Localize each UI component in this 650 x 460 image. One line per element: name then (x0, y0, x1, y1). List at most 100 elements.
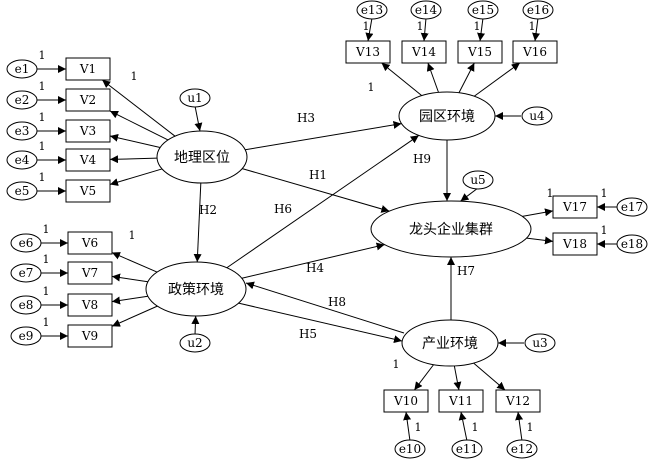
error-e18-label: e18 (621, 237, 643, 251)
loading-v10-arrow (413, 364, 434, 391)
error-e14-arrow (420, 17, 429, 42)
error-e15-label: e15 (472, 3, 494, 17)
loading-v13-arrow (381, 62, 423, 96)
loading-v14-arrow (426, 62, 439, 93)
indicator-v11-box (438, 389, 484, 413)
error-e16-arrow (532, 17, 541, 42)
fixed-loading-marker: 1 (415, 421, 422, 434)
error-e18-ellipse (616, 234, 648, 254)
latent-dili-label: 地理区位 (174, 150, 230, 166)
error-e14-ellipse (410, 0, 442, 20)
path-h2-arrow (193, 182, 202, 263)
indicator-v9-box (67, 324, 113, 348)
disturbance-u2-ellipse (179, 333, 211, 353)
indicator-v10-label: V10 (393, 394, 418, 408)
path-h3-arrow (245, 120, 402, 151)
fixed-loading-marker: 1 (368, 81, 375, 94)
fixed-loading-marker: 1 (601, 224, 608, 237)
loading-v2-arrow (109, 110, 169, 141)
error-e12-ellipse (506, 439, 538, 459)
loading-v6-arrow (111, 252, 158, 273)
indicator-v1-box (65, 57, 111, 81)
path-label-h4: H4 (306, 261, 324, 275)
indicator-v17-label: V17 (562, 200, 587, 214)
loading-v17-arrow (522, 208, 554, 217)
indicator-v7-box (67, 261, 113, 285)
path-label-h7: H7 (457, 264, 475, 278)
fixed-loading-marker: 1 (601, 187, 608, 200)
path-h8-arrow (245, 281, 405, 334)
indicator-v3-label: V3 (79, 124, 96, 138)
error-e10-label: e10 (399, 442, 421, 456)
indicator-v6-label: V6 (81, 236, 98, 250)
fixed-loading-marker: 1 (39, 111, 46, 124)
latent-chanye-label: 产业环境 (422, 336, 478, 352)
indicator-v15-box (457, 40, 503, 64)
loading-v9-arrow (111, 305, 158, 327)
disturbance-u1-arrow (194, 105, 203, 132)
indicator-v2-label: V2 (79, 93, 96, 107)
indicator-v2-box (65, 88, 111, 112)
path-h4-arrow (241, 242, 385, 279)
indicator-v12-label: V12 (505, 394, 530, 408)
latent-longtou-ellipse (370, 200, 532, 258)
fixed-loading-marker: 1 (474, 20, 481, 33)
error-e6-ellipse (10, 233, 42, 253)
loading-v11-arrow (453, 365, 462, 391)
fixed-loading-marker: 1 (43, 223, 50, 236)
path-label-h8: H8 (328, 295, 346, 309)
latent-yuanqu-label: 园区环境 (419, 109, 475, 125)
error-e4-label: e4 (15, 153, 30, 167)
indicator-v18-label: V18 (562, 237, 587, 251)
indicator-v4-box (65, 148, 111, 172)
fixed-loading-marker: 1 (417, 20, 424, 33)
indicator-v3-box (65, 119, 111, 143)
loading-v3-arrow (109, 133, 161, 148)
indicator-v12-box (495, 389, 541, 413)
indicator-v7-label: V7 (81, 266, 98, 280)
nodes-layer (6, 0, 648, 459)
error-e11-ellipse (451, 439, 483, 459)
loading-v1-arrow (101, 79, 176, 137)
fixed-loading-marker: 1 (363, 20, 370, 33)
latent-zhengce-label: 政策环境 (168, 281, 224, 298)
error-e7-ellipse (10, 263, 42, 283)
indicator-v9-label: V9 (81, 329, 98, 343)
loading-v12-arrow (473, 362, 506, 391)
fixed-loading-marker: 1 (39, 171, 46, 184)
fixed-loading-marker: 1 (129, 229, 136, 242)
error-e2-ellipse (6, 90, 38, 110)
path-label-h5: H5 (299, 327, 317, 341)
latent-longtou-label: 龙头企业集群 (409, 221, 493, 238)
indicator-v13-label: V13 (355, 45, 380, 59)
error-e12-label: e12 (511, 442, 533, 456)
error-e13-arrow (365, 17, 374, 42)
indicator-v14-label: V14 (411, 45, 436, 59)
fixed-loading-marker: 1 (43, 316, 50, 329)
error-e2-label: e2 (15, 93, 30, 107)
error-e17-label: e17 (621, 200, 643, 214)
indicator-v18-box (552, 232, 598, 256)
fixed-loading-marker: 1 (472, 421, 479, 434)
path-h5-arrow (237, 302, 403, 344)
indicator-v11-label: V11 (448, 394, 473, 408)
disturbance-u4-label: u4 (529, 109, 545, 123)
indicator-v8-label: V8 (81, 298, 98, 312)
disturbance-u1-ellipse (179, 88, 211, 108)
fixed-loading-marker: 1 (131, 70, 138, 83)
loading-v4-arrow (109, 155, 158, 164)
loading-v5-arrow (109, 168, 163, 186)
error-e11-arrow (458, 411, 468, 442)
path-label-h1: H1 (309, 168, 327, 182)
error-e13-ellipse (356, 0, 388, 20)
loading-v8-arrow (111, 295, 148, 305)
error-e12-arrow (515, 411, 524, 442)
fixed-loading-marker: 1 (529, 20, 536, 33)
disturbance-u1-label: u1 (187, 91, 202, 105)
indicator-v5-label: V5 (79, 184, 96, 198)
indicator-v1-label: V1 (79, 62, 96, 76)
error-e8-label: e8 (19, 298, 34, 312)
indicator-v8-box (67, 293, 113, 317)
error-e15-arrow (477, 17, 486, 42)
fixed-loading-marker: 1 (43, 253, 50, 266)
